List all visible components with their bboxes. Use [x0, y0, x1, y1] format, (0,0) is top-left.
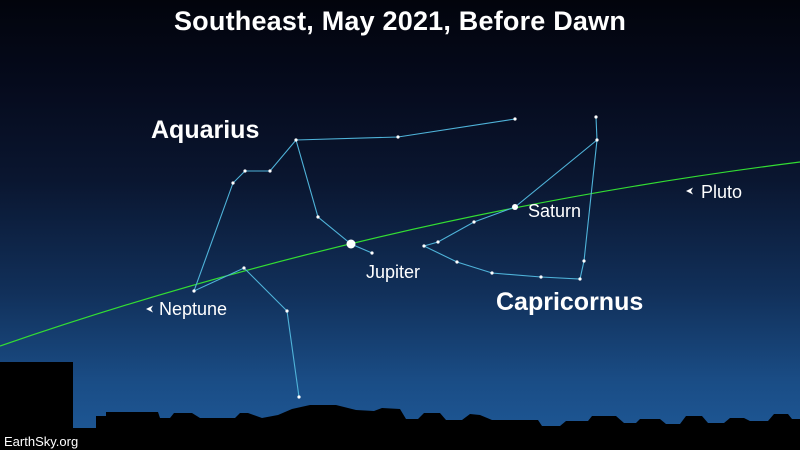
aquarius-star [192, 289, 196, 293]
aquarius-star [370, 251, 374, 255]
planet-label-neptune: Neptune [159, 299, 227, 319]
aquarius-star [513, 117, 517, 121]
aquarius-star [285, 309, 289, 313]
aquarius-star [294, 138, 298, 142]
capricornus-star [595, 138, 599, 142]
capricornus-star [490, 271, 494, 275]
aquarius-star [268, 169, 272, 173]
planet-label-pluto: Pluto [701, 182, 742, 202]
capricornus-star [472, 220, 476, 224]
capricornus-star [422, 244, 426, 248]
aquarius-star [316, 215, 320, 219]
capricornus-star [594, 115, 598, 119]
chart-title: Southeast, May 2021, Before Dawn [173, 6, 627, 36]
capricornus-figure-line [422, 116, 598, 280]
pluto-arrow-icon [686, 187, 693, 195]
saturn-marker [512, 204, 518, 210]
aquarius-star [242, 266, 246, 270]
aquarius-figure-line [193, 118, 516, 398]
aquarius-star [396, 135, 400, 139]
credit-label: EarthSky.org [4, 434, 79, 449]
ecliptic-line [0, 161, 800, 347]
aquarius-star [231, 181, 235, 185]
capricornus-star [455, 260, 459, 264]
neptune-arrow-icon [146, 305, 153, 313]
constellation-label-capricornus: Capricornus [496, 288, 643, 316]
ground-silhouette [0, 362, 800, 450]
capricornus-star [582, 259, 586, 263]
aquarius-star [243, 169, 247, 173]
capricornus-star [578, 277, 582, 281]
constellation-label-aquarius: Aquarius [151, 116, 259, 144]
planet-label-saturn: Saturn [528, 201, 581, 221]
planet-label-jupiter: Jupiter [366, 262, 420, 282]
capricornus-star [539, 275, 543, 279]
aquarius-star [297, 395, 301, 399]
jupiter-marker [346, 239, 356, 249]
aquarius-figure-line [295, 139, 373, 254]
capricornus-star [436, 240, 440, 244]
